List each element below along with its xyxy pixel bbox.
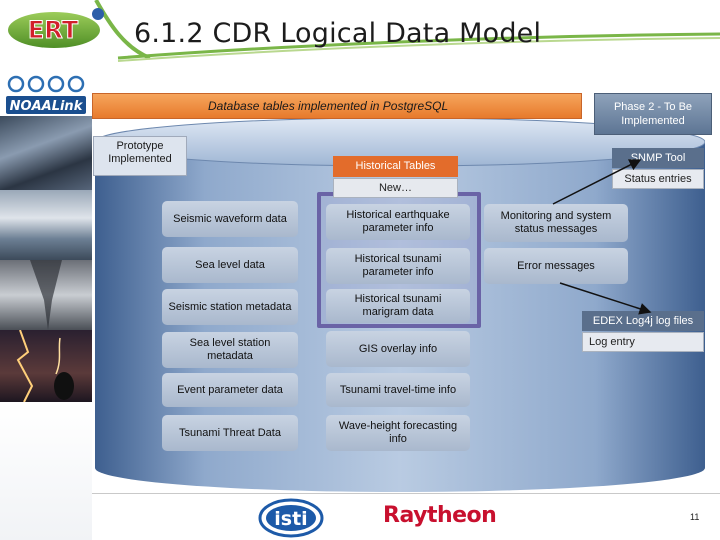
raytheon-logo: Raytheon [383, 503, 496, 528]
log-entry-label: Log entry [582, 332, 704, 352]
table-event-parameter: Event parameter data [162, 373, 298, 407]
status-entries-label: Status entries [612, 169, 704, 189]
new-tables-label: New… [333, 178, 458, 198]
edex-log-files-label: EDEX Log4j log files [582, 311, 704, 331]
table-error-messages: Error messages [484, 248, 628, 284]
table-monitoring-status-messages: Monitoring and system status messages [484, 204, 628, 242]
table-sea-level-station-metadata: Sea level station metadata [162, 332, 298, 368]
slide-header: ERT 6.1.2 CDR Logical Data Model [0, 0, 720, 62]
footer-divider [92, 493, 720, 494]
isti-logo: isti [258, 498, 324, 538]
table-historical-tsunami-marigram: Historical tsunami marigram data [326, 289, 470, 323]
snmp-tool-label: SNMP Tool [612, 148, 704, 168]
table-seismic-station-metadata: Seismic station metadata [162, 289, 298, 325]
table-tsunami-travel-time: Tsunami travel-time info [326, 373, 470, 407]
table-tsunami-threat: Tsunami Threat Data [162, 415, 298, 451]
storm-photo [0, 116, 92, 190]
table-historical-earthquake: Historical earthquake parameter info [326, 204, 470, 240]
noaa-logo-text: NOAALink [10, 99, 84, 114]
lightning-photo [0, 330, 92, 402]
slide-title: 6.1.2 CDR Logical Data Model [134, 18, 541, 49]
prototype-label: Prototype Implemented [93, 136, 187, 176]
table-wave-height-forecasting: Wave-height forecasting info [326, 415, 470, 451]
ert-logo: ERT [6, 6, 106, 50]
tornado-photo [0, 260, 92, 330]
table-sea-level: Sea level data [162, 247, 298, 283]
table-gis-overlay: GIS overlay info [326, 331, 470, 367]
historical-tables-header: Historical Tables [333, 156, 458, 177]
left-strip-blank [0, 402, 92, 540]
noaa-link-logo: NOAALink [4, 72, 88, 118]
isti-logo-text: isti [274, 508, 307, 530]
table-seismic-waveform: Seismic waveform data [162, 201, 298, 237]
phase-2-label: Phase 2 - To Be Implemented [594, 93, 712, 135]
left-photo-strip [0, 68, 92, 540]
table-historical-tsunami-parameter: Historical tsunami parameter info [326, 248, 470, 284]
postgresql-banner: Database tables implemented in PostgreSQ… [92, 93, 582, 119]
wave-photo [0, 190, 92, 260]
ert-logo-text: ERT [28, 16, 79, 44]
page-number: 11 [690, 512, 699, 522]
